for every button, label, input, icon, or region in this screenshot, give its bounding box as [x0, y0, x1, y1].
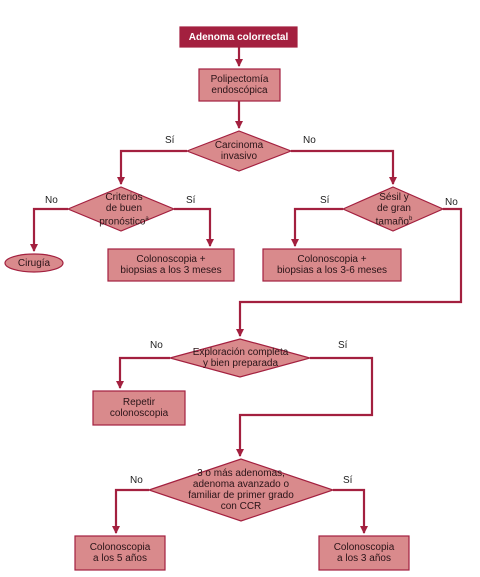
node-repetir: Repetir colonoscopia [93, 391, 185, 425]
shape-cirugia [4, 253, 64, 273]
node-start-label: Adenoma colorrectal [188, 31, 289, 43]
edge-criterios-cirugia [30, 207, 68, 252]
node-shapes [4, 26, 445, 571]
node-colono3a: Colonoscopia a los 3 años [319, 536, 409, 570]
edge-label-exploracion-si: Sí [338, 340, 348, 351]
edge-label-carcinoma-no: No [303, 135, 316, 146]
node-exploracion-label: Exploración completa y bien preparada [192, 347, 289, 369]
shape-repetir [92, 390, 186, 426]
connector-lines [30, 47, 463, 534]
edge-adenomas-colono3a [333, 488, 368, 534]
node-sesil-sup: b [409, 216, 413, 223]
node-cirugia-label: Cirugía [17, 257, 51, 269]
edge-label-carcinoma-si: Sí [165, 135, 175, 146]
shape-colono36 [262, 248, 402, 282]
edge-label-sesil-no: No [445, 197, 458, 208]
edge-label-sesil-si: Sí [320, 195, 330, 206]
node-colono36: Colonoscopia + biopsias a los 3-6 meses [263, 249, 401, 281]
node-exploracion: Exploración completa y bien preparada [178, 340, 303, 376]
node-criterios: Criterios de buen pronósticoa [84, 188, 164, 232]
edge-criterios-colono3 [174, 207, 214, 247]
shape-criterios [66, 186, 176, 232]
node-start: Adenoma colorrectal [180, 27, 297, 47]
node-polipectomia-label: Polipectomía endoscópica [210, 74, 269, 96]
node-colono3a-label: Colonoscopia a los 3 años [333, 542, 395, 564]
edge-exploracion-adenomas [236, 356, 374, 457]
shape-polipectomia [198, 68, 281, 102]
edge-label-criterios-si: Sí [186, 195, 196, 206]
edge-label-adenomas-no: No [130, 475, 143, 486]
node-polipectomia: Polipectomía endoscópica [199, 69, 280, 101]
shape-adenomas [147, 458, 335, 522]
node-carcinoma-label: Carcinoma invasivo [214, 140, 264, 162]
edge-label-criterios-no: No [45, 195, 58, 206]
edge-label-adenomas-si: Sí [343, 475, 353, 486]
node-sesil-label: Sésil y de gran tamaño [375, 192, 411, 228]
shape-carcinoma [185, 130, 293, 172]
edge-label-exploracion-no: No [150, 340, 163, 351]
edge-sesil-colono36 [291, 207, 343, 247]
edge-sesil-exploracion [236, 207, 463, 337]
shape-colono3a [318, 535, 410, 571]
node-colono5a: Colonoscopia a los 5 años [75, 536, 165, 570]
node-carcinoma: Carcinoma invasivo [193, 133, 285, 169]
node-colono3-label: Colonoscopia + biopsias a los 3 meses [120, 254, 222, 276]
node-colono36-label: Colonoscopia + biopsias a los 3-6 meses [276, 254, 388, 276]
shape-start [179, 26, 298, 48]
node-colono5a-label: Colonoscopia a los 5 años [89, 542, 151, 564]
node-criterios-label: Criterios de buen pronóstico [99, 192, 146, 228]
edge-exploracion-repetir [116, 356, 170, 389]
shape-colono3 [107, 248, 235, 282]
node-sesil: Sésil y de gran tamañob [356, 188, 432, 232]
node-colono3: Colonoscopia + biopsias a los 3 meses [108, 249, 234, 281]
node-adenomas: 3 o más adenomas, adenoma avanzado o fam… [174, 460, 308, 520]
shape-sesil [341, 186, 445, 232]
shape-exploracion [167, 338, 313, 378]
node-cirugia: Cirugía [5, 254, 63, 272]
node-adenomas-label: 3 o más adenomas, adenoma avanzado o fam… [188, 468, 294, 512]
edge-adenomas-colono5a [112, 488, 149, 534]
edge-carcinoma-sesil [291, 149, 397, 185]
node-repetir-label: Repetir colonoscopia [109, 397, 169, 419]
node-criterios-sup: a [145, 216, 149, 223]
shape-colono5a [74, 535, 166, 571]
edge-carcinoma-criterios [117, 149, 187, 185]
